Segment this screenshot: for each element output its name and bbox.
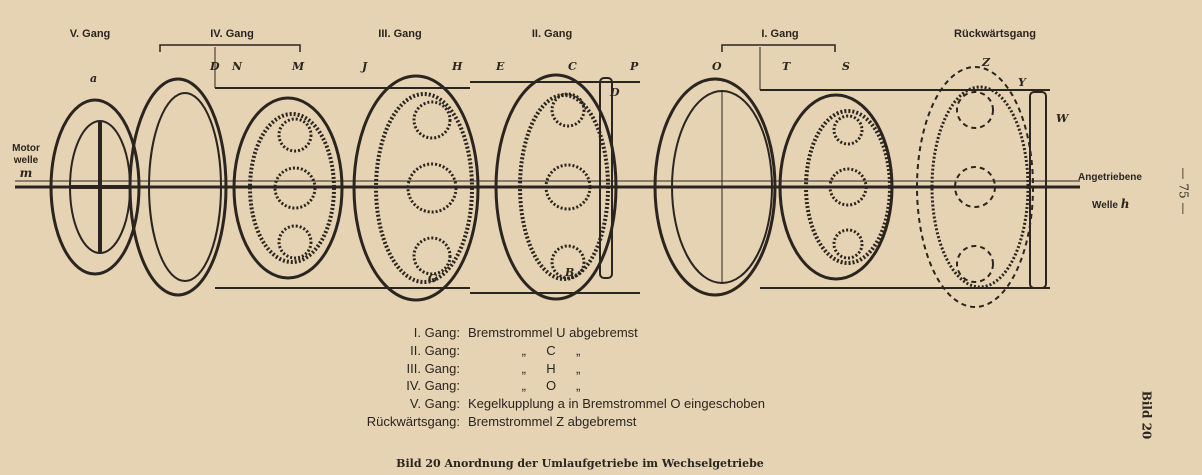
legend-description: „ O „: [468, 377, 612, 395]
ditto-mark: „: [521, 360, 526, 376]
label-gang-1: I. Gang: [761, 28, 799, 40]
part-letter-g: G: [428, 272, 437, 285]
part-letter-o: O: [712, 60, 722, 73]
part-letter-w: W: [1056, 112, 1070, 125]
legend-gear: III. Gang:: [406, 360, 460, 376]
part-letter-h: H: [451, 60, 463, 73]
legend-description: Bremstrommel U abgebremst: [468, 325, 638, 340]
legend-gear: Rückwärtsgang:: [366, 413, 460, 429]
planetary-set-1: [778, 93, 894, 281]
part-letter-n: N: [231, 60, 243, 73]
legend-row: III. Gang: „ H „: [330, 360, 765, 378]
label-gang-4: IV. Gang: [210, 28, 254, 40]
ditto-mark: „: [576, 378, 581, 394]
legend-gear: V. Gang:: [409, 396, 460, 412]
legend-description: Kegelkupplung a in Bremstrommel O einges…: [468, 396, 766, 412]
part-letter-a: a: [90, 72, 97, 85]
legend-description: „ H „: [468, 360, 612, 378]
legend-row: II. Gang: „ C „: [330, 342, 765, 360]
figure-caption: Bild 20 Anordnung der Umlaufgetriebe im …: [396, 457, 764, 470]
legend-gear: II. Gang:: [410, 342, 460, 358]
part-letter-m: M: [291, 60, 305, 73]
label-gang-3: III. Gang: [378, 28, 422, 40]
part-letter-b: B: [564, 266, 574, 279]
part-letter-s: S: [842, 60, 850, 73]
ditto-mark: „: [521, 378, 526, 394]
input-shaft-label: Motor welle m: [12, 143, 40, 180]
part-letter-e: E: [495, 60, 505, 73]
legend-gear: IV. Gang:: [406, 378, 460, 394]
part-letter-y: Y: [1018, 76, 1027, 89]
legend-description: „ C „: [468, 342, 612, 360]
legend-row: IV. Gang: „ O „: [330, 377, 765, 395]
legend-row: Rückwärtsgang: Bremstrommel Z abgebremst: [330, 413, 765, 431]
part-letter-p: P: [629, 60, 639, 73]
planetary-set-reverse: [916, 66, 1034, 308]
part-letter-d2: D: [609, 86, 620, 99]
label-gang-2: II. Gang: [531, 28, 573, 40]
part-letter-d: D: [209, 60, 220, 73]
drum-letter: H: [546, 360, 556, 376]
drum-letter: C: [546, 342, 556, 358]
label-gang-5: V. Gang: [69, 28, 111, 40]
planetary-set-3: [352, 74, 480, 302]
legend-row: I. Gang: Bremstrommel U abgebremst: [330, 324, 765, 342]
planetary-set-4: [232, 96, 344, 280]
brake-drum-o: [653, 77, 777, 297]
part-letter-t: T: [782, 60, 791, 73]
label-reverse: Rückwärtsgang: [954, 28, 1036, 40]
output-flange-w: [1029, 91, 1047, 289]
page-number: — 75 —: [1176, 167, 1191, 215]
side-caption: Bild 20: [1139, 390, 1154, 440]
ditto-mark: „: [576, 360, 581, 376]
part-letter-z: Z: [981, 56, 991, 69]
part-letter-c: C: [568, 60, 577, 73]
ditto-mark: „: [576, 342, 581, 358]
ditto-mark: „: [521, 342, 526, 358]
brake-drum-d: [128, 77, 228, 297]
legend-gear: I. Gang:: [413, 325, 460, 340]
legend-row: V. Gang: Kegelkupplung a in Bremstrommel …: [330, 395, 765, 413]
drum-letter: O: [545, 378, 557, 394]
legend-description: Bremstrommel Z abgebremst: [468, 413, 637, 429]
planetary-set-2: [494, 73, 618, 301]
part-letter-j: J: [360, 60, 368, 73]
output-shaft-label: Angetriebene Welle h: [1078, 172, 1142, 211]
